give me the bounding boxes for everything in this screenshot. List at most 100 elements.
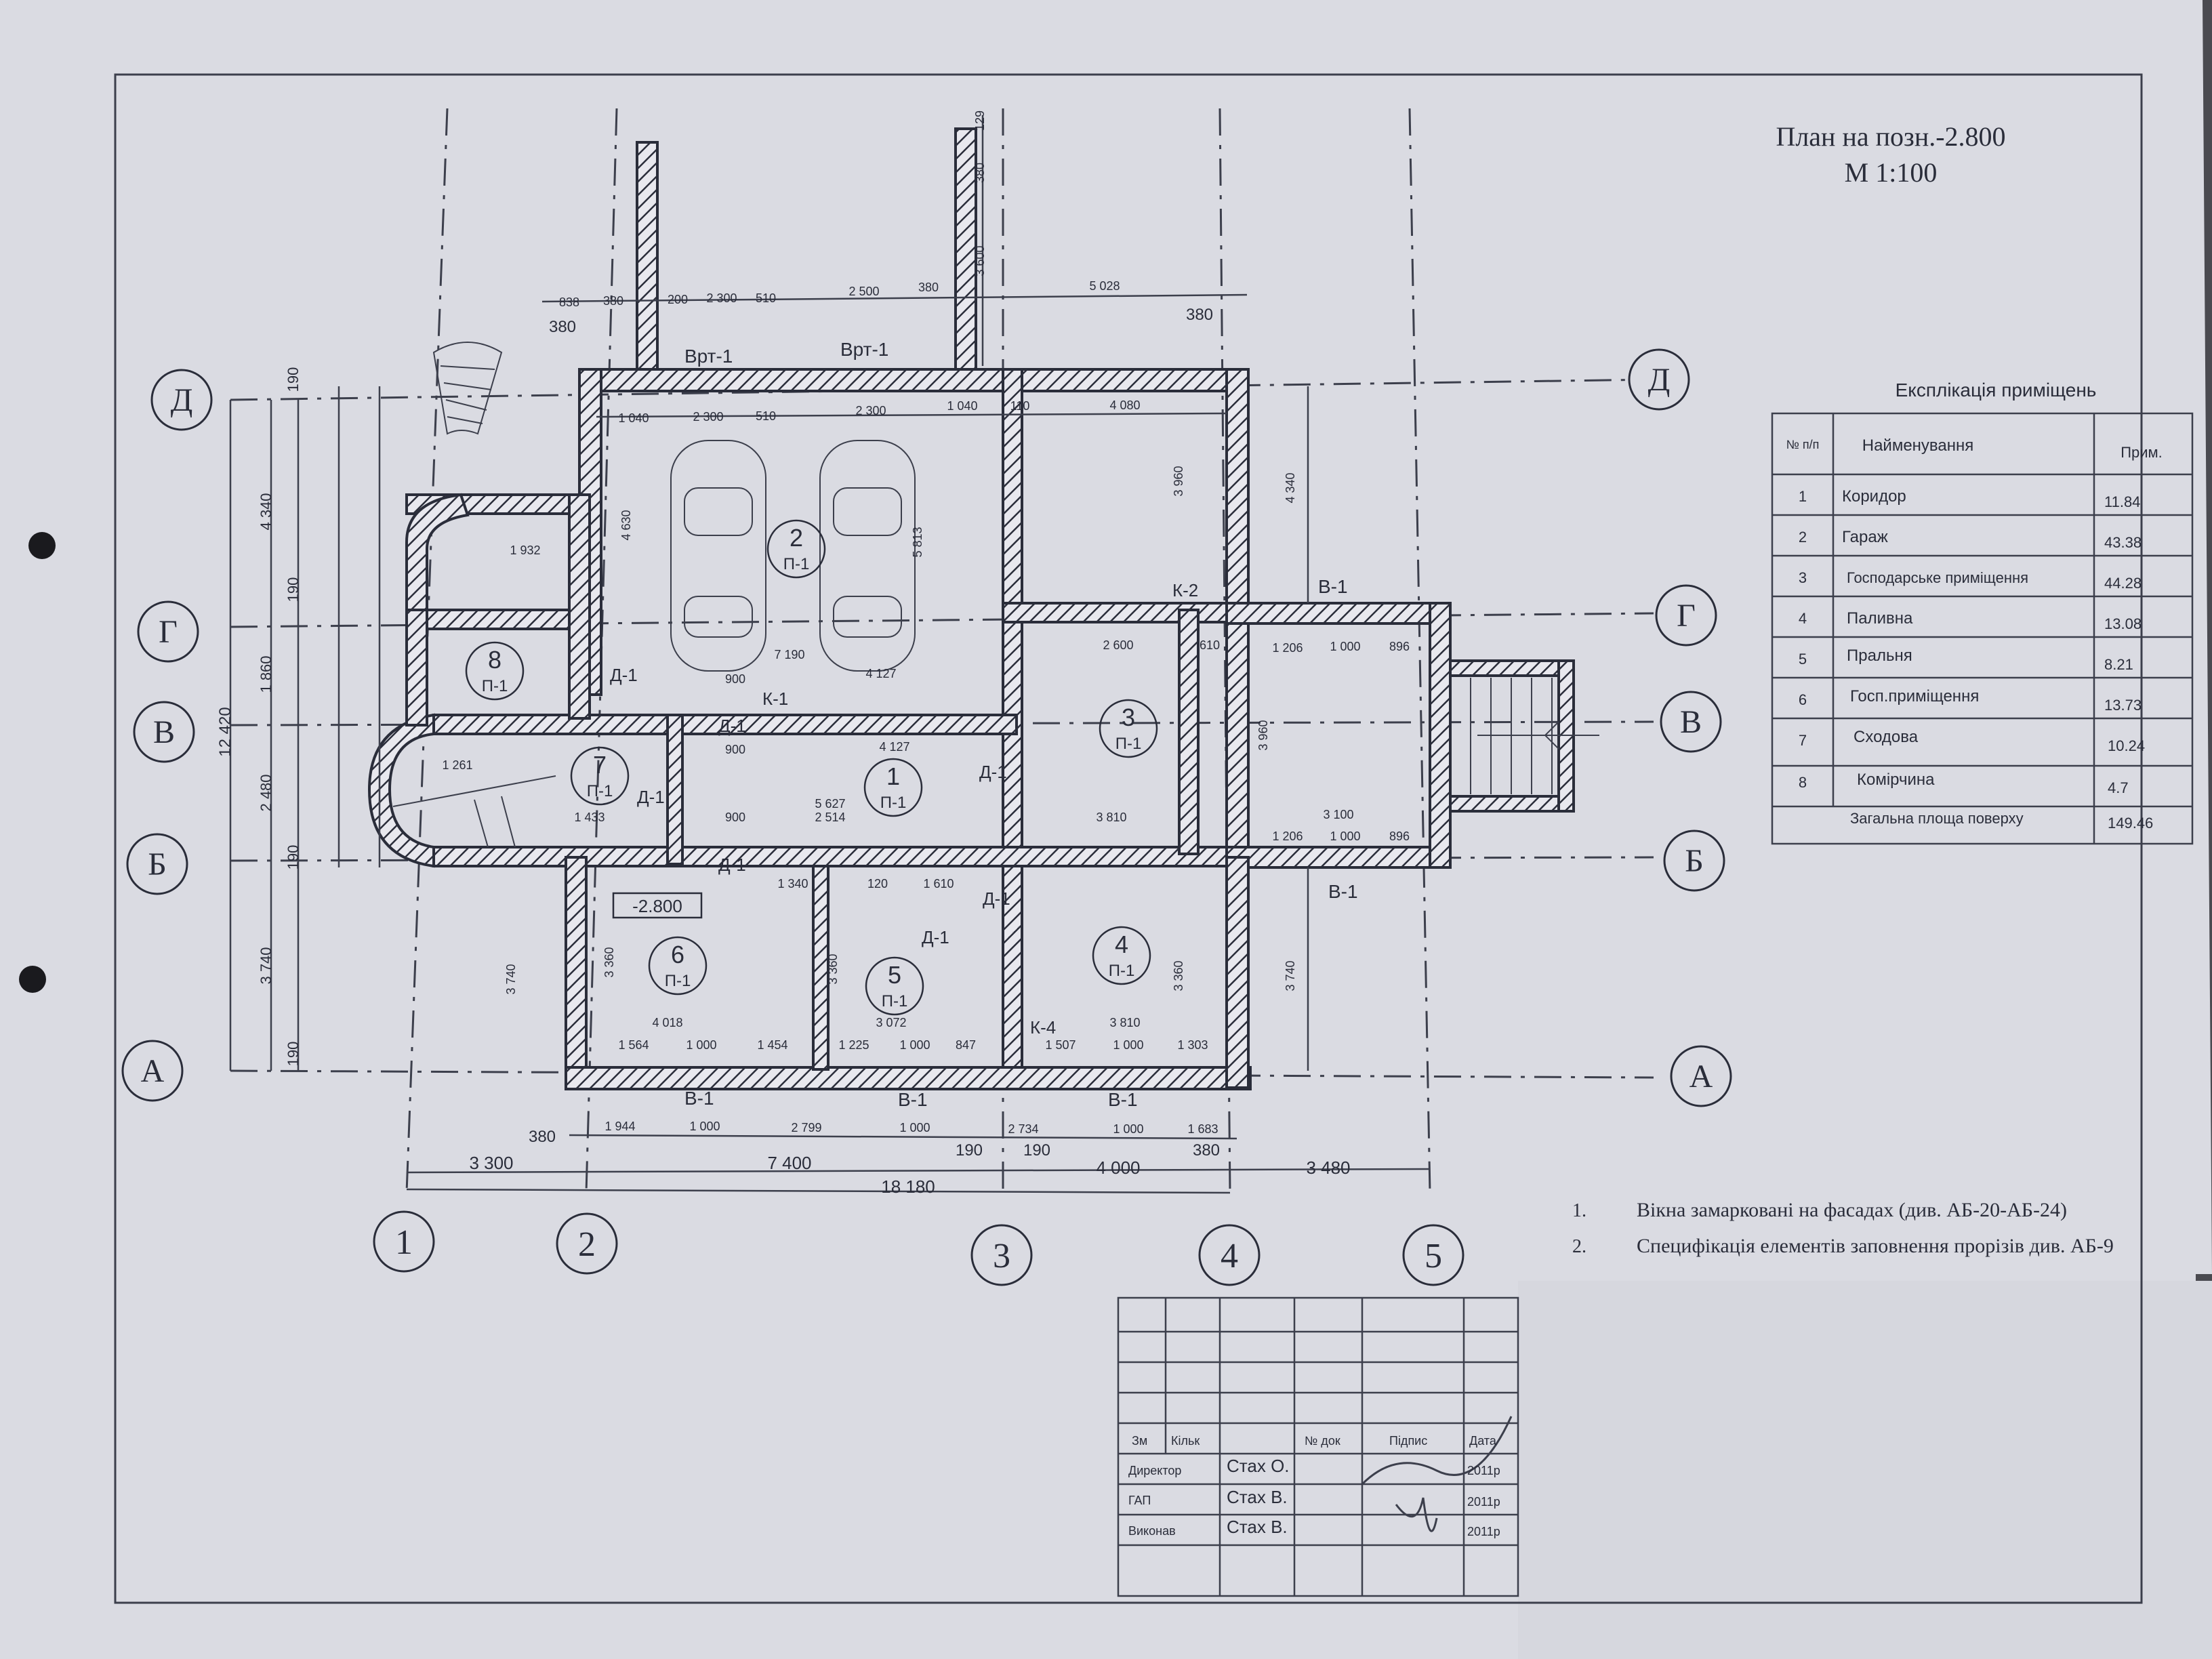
svg-text:2011р: 2011р (1467, 1525, 1500, 1538)
svg-text:3 360: 3 360 (826, 954, 840, 984)
svg-text:4 127: 4 127 (865, 667, 896, 680)
explication-heading: Експлікація приміщень (1896, 380, 2097, 401)
svg-text:1 860: 1 860 (258, 655, 274, 693)
svg-text:1 000: 1 000 (686, 1038, 716, 1052)
svg-text:5 627: 5 627 (815, 797, 845, 811)
explication-row-no: 1 (1799, 488, 1807, 505)
svg-text:1 225: 1 225 (838, 1038, 869, 1052)
svg-text:838: 838 (559, 295, 579, 309)
svg-text:3 300: 3 300 (469, 1153, 513, 1173)
explication-row-no: 3 (1799, 569, 1807, 586)
svg-text:2 300: 2 300 (693, 410, 723, 424)
svg-text:Б: Б (1685, 843, 1704, 879)
explication-grid (1771, 412, 2194, 845)
stamp-paper (1518, 1281, 2212, 1659)
svg-text:2 600: 2 600 (1103, 638, 1133, 652)
svg-text:3 600: 3 600 (973, 245, 987, 276)
svg-text:ГАП: ГАП (1128, 1494, 1151, 1507)
svg-text:12 420: 12 420 (216, 707, 234, 756)
svg-text:Стах О.: Стах О. (1227, 1456, 1290, 1476)
explication-row-no: 4 (1799, 610, 1807, 627)
axis-bubbles-numbers (373, 1210, 1465, 1286)
svg-text:190: 190 (285, 1042, 302, 1067)
svg-text:1 303: 1 303 (1177, 1038, 1208, 1052)
svg-text:4 340: 4 340 (1284, 472, 1297, 503)
svg-text:Директор: Директор (1128, 1464, 1181, 1477)
svg-text:4 340: 4 340 (258, 493, 274, 530)
svg-text:3: 3 (1122, 703, 1135, 731)
svg-text:П-1: П-1 (1109, 962, 1135, 980)
svg-text:900: 900 (725, 743, 745, 756)
svg-text:190: 190 (956, 1141, 983, 1160)
svg-text:Д: Д (171, 382, 193, 418)
svg-text:1 206: 1 206 (1272, 641, 1303, 655)
svg-text:К-4: К-4 (1030, 1017, 1056, 1038)
svg-text:5: 5 (888, 961, 901, 989)
svg-text:1 000: 1 000 (1330, 640, 1360, 653)
stamp-text: Зм Кільк № док Підпис Дата Директор Стах… (1128, 1434, 1500, 1538)
note-number: 2. (1572, 1236, 1586, 1257)
svg-text:2 300: 2 300 (706, 291, 737, 305)
svg-text:3 072: 3 072 (876, 1016, 906, 1029)
explication-row-no: 2 (1799, 529, 1807, 546)
drawing-frame (114, 73, 2143, 1604)
svg-text:1 000: 1 000 (1113, 1038, 1143, 1052)
svg-text:5 028: 5 028 (1089, 279, 1120, 293)
svg-text:2: 2 (578, 1225, 596, 1264)
entrance-stair (1470, 678, 1599, 794)
explication-row-area: 10.24 (2108, 737, 2145, 754)
svg-text:190: 190 (285, 577, 302, 602)
svg-text:Д-1: Д-1 (610, 665, 638, 685)
svg-text:190: 190 (285, 367, 302, 392)
axis-number-labels: 1 2 3 4 5 (395, 1223, 1442, 1275)
explication-row-name: Пральня (1847, 647, 1912, 665)
svg-text:П-1: П-1 (665, 972, 691, 990)
svg-text:7 400: 7 400 (767, 1153, 811, 1173)
svg-text:380: 380 (918, 281, 939, 294)
svg-text:8: 8 (488, 646, 501, 674)
svg-text:1 040: 1 040 (947, 399, 977, 413)
svg-text:120: 120 (867, 877, 888, 890)
svg-text:П-1: П-1 (482, 677, 508, 695)
svg-text:В-1: В-1 (1318, 576, 1348, 597)
svg-text:Д: Д (1648, 362, 1671, 398)
explication-total-value: 149.46 (2108, 815, 2153, 832)
svg-text:Д-1: Д-1 (637, 787, 665, 807)
svg-text:1 261: 1 261 (442, 758, 472, 772)
spiral-stair (392, 342, 556, 848)
svg-text:1 340: 1 340 (777, 877, 808, 890)
svg-text:510: 510 (756, 291, 776, 305)
svg-text:4 018: 4 018 (652, 1016, 682, 1029)
svg-text:2011р: 2011р (1467, 1464, 1500, 1477)
svg-text:2011р: 2011р (1467, 1495, 1500, 1509)
svg-text:3 360: 3 360 (602, 947, 616, 977)
walls (367, 127, 1575, 1090)
room-bubbles (465, 519, 1158, 1016)
svg-text:1: 1 (886, 762, 900, 790)
svg-text:1 944: 1 944 (605, 1120, 635, 1133)
svg-text:А: А (1689, 1059, 1713, 1094)
svg-text:4: 4 (1221, 1237, 1238, 1275)
svg-text:4 630: 4 630 (619, 510, 633, 540)
svg-text:1 000: 1 000 (899, 1038, 930, 1052)
svg-text:4 080: 4 080 (1109, 398, 1140, 412)
level-mark: -2.800 (632, 896, 682, 916)
dimension-lines (229, 115, 1431, 1194)
note-text: Специфікація елементів заповнення проріз… (1637, 1235, 2114, 1257)
svg-text:Врт-1: Врт-1 (684, 346, 733, 367)
explication-row-area: 11.84 (2104, 493, 2140, 510)
svg-text:3 740: 3 740 (258, 947, 274, 984)
svg-text:Стах В.: Стах В. (1227, 1487, 1288, 1507)
svg-text:П-1: П-1 (880, 794, 907, 812)
dimension-labels: 18 180 3 300 7 400 4 000 3 480 380 190 1… (216, 110, 1410, 1197)
binder-hole (19, 966, 46, 993)
signature-scribble (1361, 1416, 1513, 1532)
explication-row-no: 5 (1799, 651, 1807, 668)
svg-text:900: 900 (725, 672, 745, 686)
svg-text:4: 4 (1115, 930, 1128, 958)
svg-text:200: 200 (668, 293, 688, 306)
svg-text:190: 190 (285, 845, 302, 870)
explication-row-name: Коридор (1842, 487, 1906, 506)
sheet-scale: М 1:100 (1845, 157, 1938, 188)
